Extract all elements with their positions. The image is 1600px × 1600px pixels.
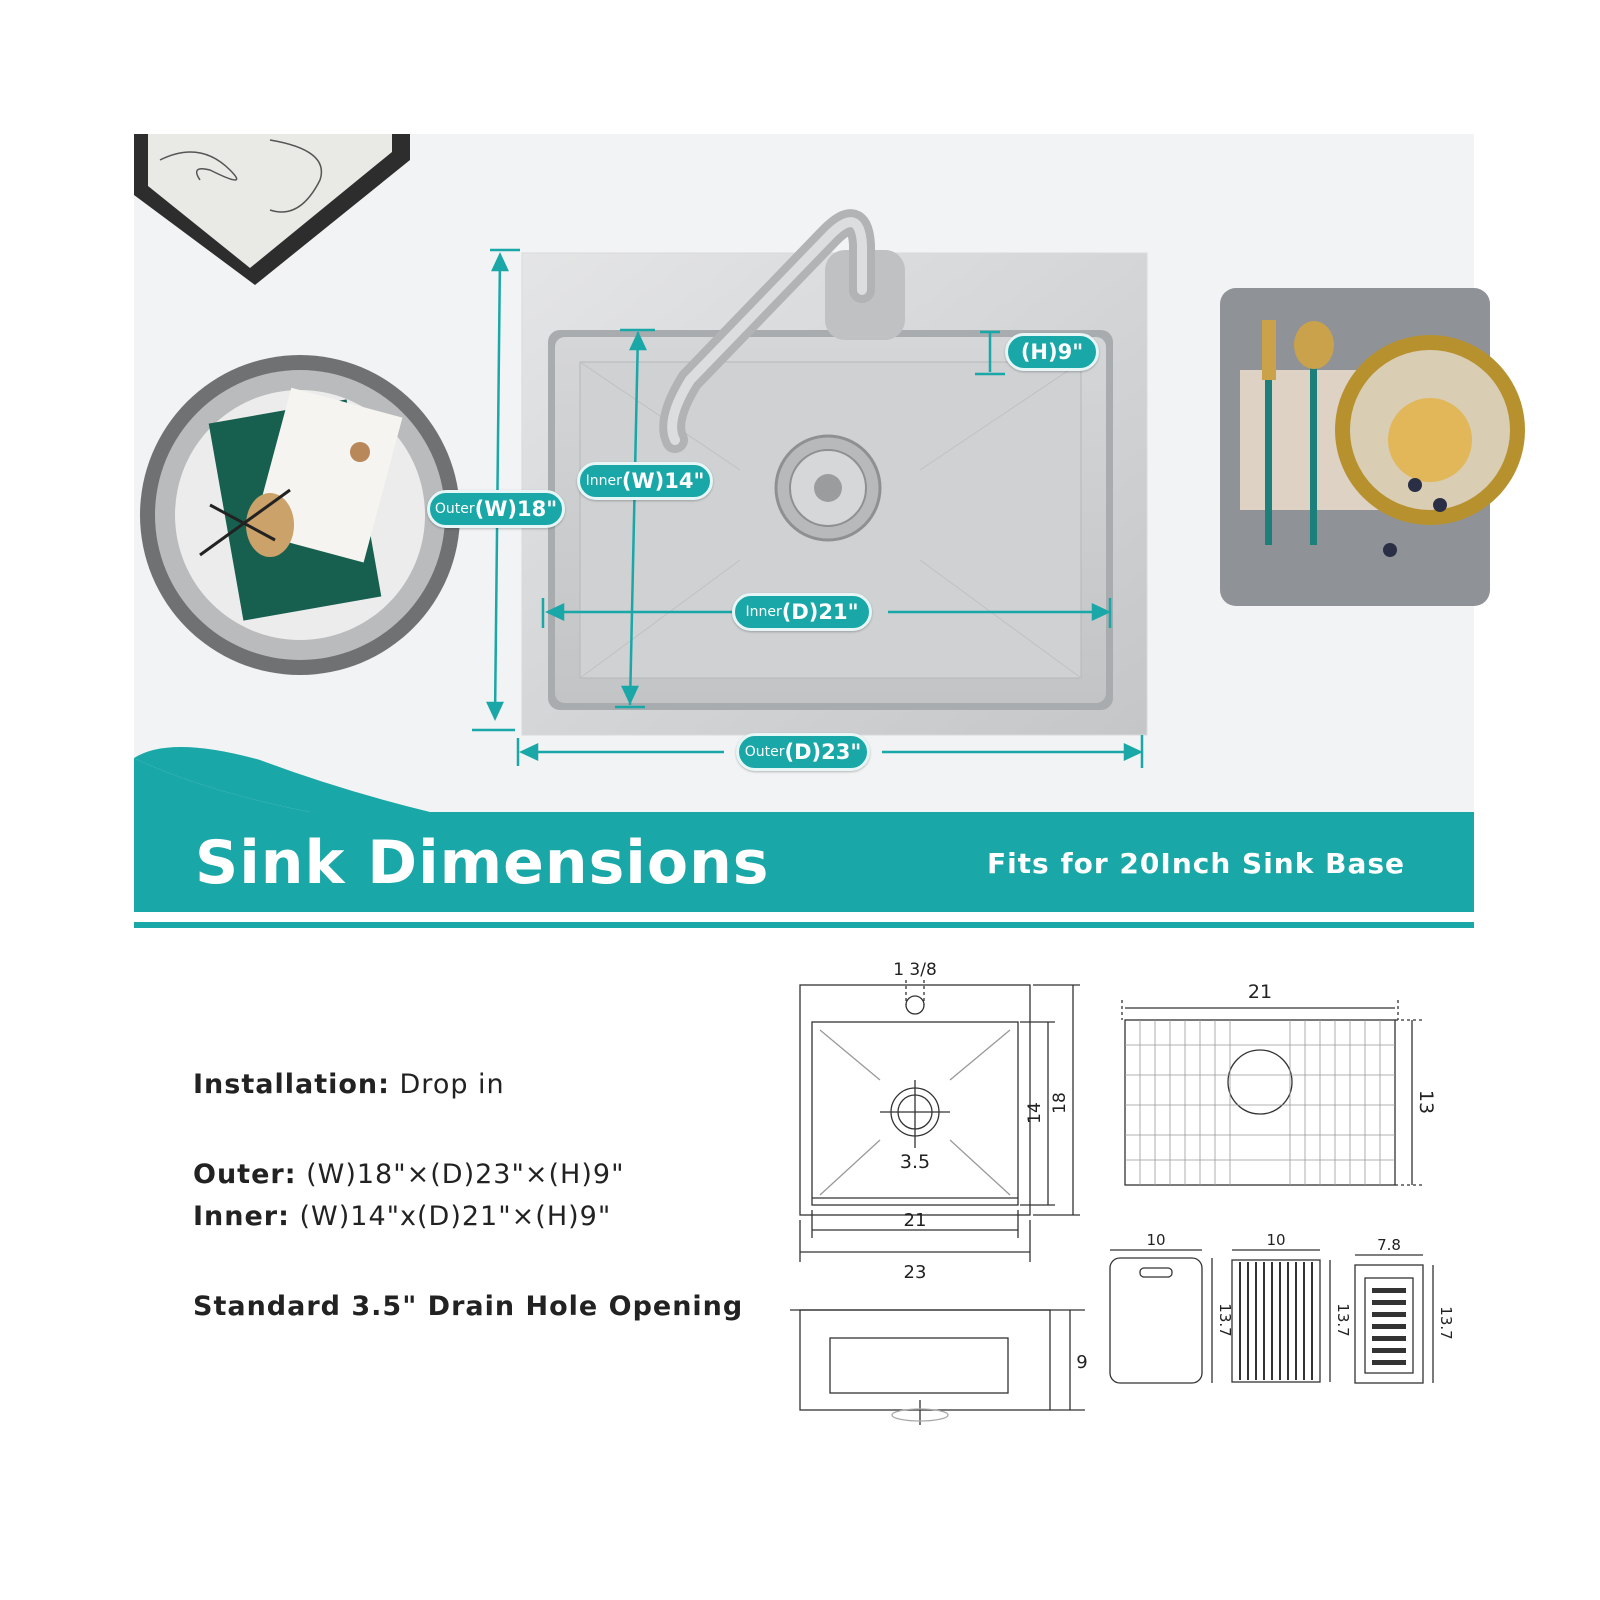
rack-bars: [1239, 1262, 1313, 1380]
side-view-outline: [799, 1309, 1051, 1411]
bottom-grid: [1124, 1019, 1396, 1186]
cutting-board: [1109, 1257, 1203, 1384]
installation-spec: Installation: Drop in: [193, 1068, 505, 1102]
installation-label: Installation:: [193, 1069, 390, 1100]
outer-width-value: (W)18": [474, 497, 558, 521]
drain-dim: 3.5: [900, 1151, 930, 1173]
grid-width-dim: 13: [1415, 1090, 1437, 1114]
inner-width-label: Inner(W)14": [577, 462, 713, 500]
inner-spec: Inner: (W)14"x(D)21"×(H)9": [193, 1200, 611, 1234]
colander-width-dim: 7.8: [1377, 1236, 1401, 1254]
faucet-hole-dim: 1 3/8: [893, 960, 937, 980]
outer-depth-dim: 23: [904, 1262, 927, 1283]
grid-length-dim: 21: [1248, 981, 1272, 1003]
outer-spec: Outer: (W)18"×(D)23"×(H)9": [193, 1158, 624, 1192]
dimension-lines: [472, 248, 1144, 768]
outer-depth-label: Outer(D)23": [736, 733, 870, 771]
inner-depth-prefix: Inner: [745, 604, 782, 620]
decor-plate: [140, 355, 460, 675]
inner-depth-dim: 21: [904, 1210, 927, 1231]
inner-label: Inner:: [193, 1201, 290, 1232]
outer-width-label: Outer(W)18": [427, 490, 565, 528]
outer-value: (W)18"×(D)23"×(H)9": [296, 1159, 625, 1190]
installation-value: Drop in: [389, 1069, 505, 1100]
inner-width-prefix: Inner: [585, 473, 622, 489]
inner-width-dim: 14: [1025, 1102, 1045, 1124]
outer-depth-prefix: Outer: [744, 744, 785, 760]
cutlery-placemat: [1220, 288, 1525, 606]
inner-width-value: (W)14": [621, 469, 705, 493]
height-value: (H)9": [1020, 340, 1084, 364]
page-subtitle: Fits for 20Inch Sink Base: [986, 847, 1405, 880]
outer-width-prefix: Outer: [434, 501, 475, 517]
roll-up-rack: [1231, 1259, 1321, 1383]
picture-frame: [134, 134, 410, 285]
colander-slots: [1372, 1288, 1406, 1365]
drain-spec: Standard 3.5" Drain Hole Opening: [193, 1290, 743, 1324]
inner-depth-label: Inner(D)21": [732, 593, 872, 631]
rack-width-dim: 10: [1266, 1231, 1285, 1249]
title-banner: [134, 812, 1474, 912]
outer-depth-value: (D)23": [784, 740, 862, 764]
page-title: Sink Dimensions: [195, 828, 770, 898]
height-dim: 9: [1076, 1352, 1087, 1373]
colander: [1354, 1264, 1424, 1384]
top-view-outline: [799, 984, 1031, 1216]
grid-wires: [1125, 1020, 1395, 1185]
drain-note: Standard 3.5" Drain Hole Opening: [193, 1291, 744, 1322]
inner-depth-value: (D)21": [781, 600, 859, 624]
banner-underline: [134, 922, 1474, 928]
colander-length-dim: 13.7: [1437, 1306, 1455, 1339]
height-label: (H)9": [1005, 333, 1099, 371]
board-width-dim: 10: [1146, 1231, 1165, 1249]
board-length-dim: 13.7: [1216, 1303, 1234, 1336]
outer-label: Outer:: [193, 1159, 297, 1190]
inner-value: (W)14"x(D)21"×(H)9": [289, 1201, 612, 1232]
outer-width-dim: 18: [1050, 1092, 1070, 1114]
rack-length-dim: 13.7: [1334, 1303, 1352, 1336]
